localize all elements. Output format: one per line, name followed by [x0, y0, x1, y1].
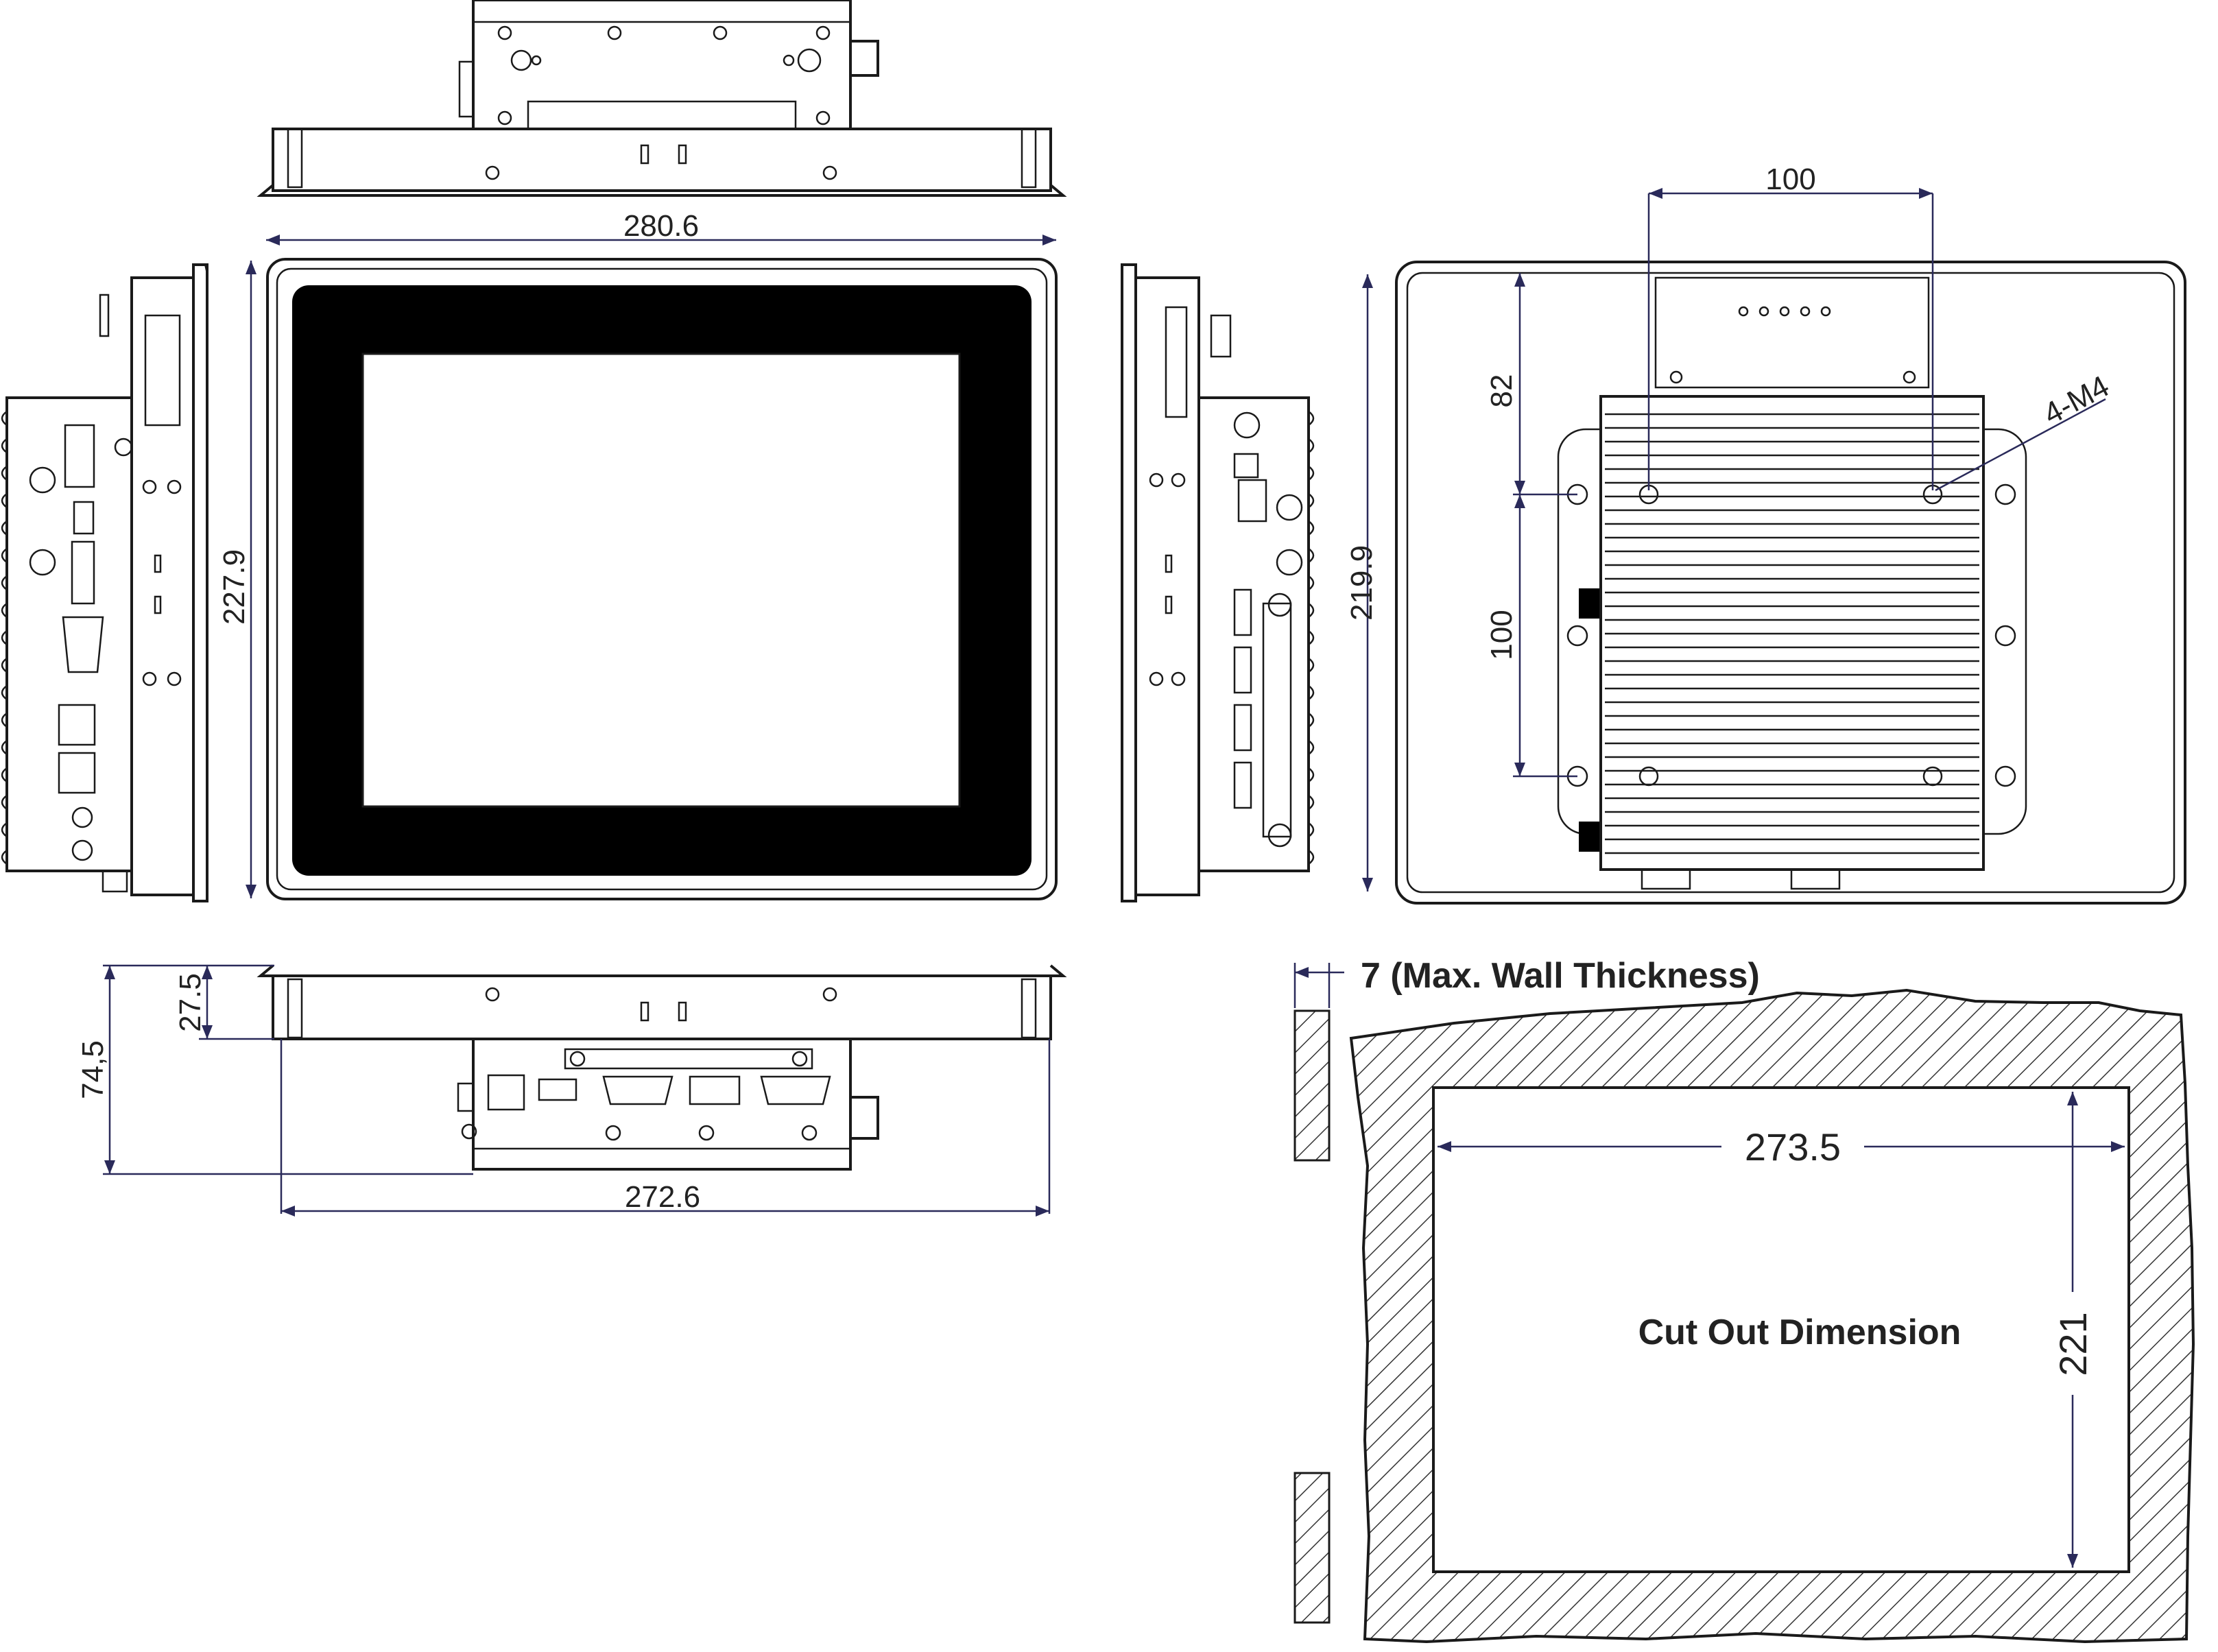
- dim-bottom-width-label: 272.6: [625, 1180, 700, 1214]
- vent-holes: [144, 314, 181, 427]
- usb-port-1: [1233, 588, 1252, 636]
- left-side-view: [1, 263, 208, 902]
- bottom-view: [257, 964, 1067, 1171]
- usb-port-4: [1233, 761, 1252, 809]
- dim-side-height-label: 219.9: [1345, 545, 1379, 621]
- usb-port-2: [1233, 646, 1252, 694]
- vesa-holes: [1566, 483, 2016, 787]
- power-connector: [64, 424, 95, 488]
- dim-bottom-width: 272.6: [280, 1039, 1051, 1217]
- right-side-view: [1121, 263, 1315, 902]
- display-port: [71, 540, 95, 605]
- heatsink-fins-right: [1308, 410, 1315, 865]
- cutout-title: Cut Out Dimension: [1638, 1313, 1961, 1352]
- dim-vesa-horizontal: 100: [1647, 163, 1934, 490]
- heatsink-fins-rear: [1605, 413, 1979, 854]
- dim-vesa-horizontal-label: 100: [1765, 163, 1815, 196]
- wall-thickness-label: 7 (Max. Wall Thickness): [1361, 956, 1760, 996]
- wall-section-top: [1293, 1009, 1331, 1162]
- dim-depth: 27.5 74,5: [76, 964, 473, 1175]
- lan-port-1: [58, 704, 96, 746]
- wall-section-bottom: [1293, 1472, 1331, 1624]
- front-view: [266, 258, 1058, 900]
- vga-port: [62, 616, 104, 673]
- dim-depth-total-label: 74,5: [76, 1040, 110, 1099]
- heatsink-fins-left: [1, 410, 8, 865]
- display-area: [361, 352, 961, 808]
- cutout-diagram: 7 (Max. Wall Thickness) 273.5 221 Cut Ou…: [1293, 956, 2195, 1644]
- terminal-block: [1233, 453, 1259, 479]
- top-view: [257, 0, 1067, 197]
- dim-front-width: 280.6: [266, 209, 1056, 246]
- dim-front-width-label: 280.6: [623, 209, 699, 243]
- dim-vesa-offset-label: 82: [1485, 374, 1518, 408]
- dio-terminal: [689, 1075, 741, 1105]
- usb-port-3: [1233, 704, 1252, 752]
- cutout-opening: [1432, 1086, 2130, 1573]
- dim-front-height-label: 227.9: [217, 549, 251, 625]
- dim-depth-bezel-label: 27.5: [174, 973, 207, 1032]
- com-port-1: [602, 1075, 673, 1105]
- dim-side-height: 219.9: [1345, 274, 1379, 891]
- usb-port-bottom: [538, 1078, 577, 1101]
- dim-vesa-vertical: 82 100: [1485, 273, 1577, 778]
- lan-port-2: [58, 752, 96, 794]
- com-port-2: [760, 1075, 831, 1105]
- dim-front-height: 227.9: [217, 261, 257, 898]
- cutout-width-label: 273.5: [1745, 1125, 1841, 1169]
- rear-view: [1395, 261, 2186, 905]
- cutout-height-label: 221: [2051, 1312, 2095, 1376]
- expansion-slot: [1262, 602, 1292, 838]
- expansion-bracket: [564, 1048, 813, 1070]
- dim-vesa-vertical-label: 100: [1485, 610, 1518, 660]
